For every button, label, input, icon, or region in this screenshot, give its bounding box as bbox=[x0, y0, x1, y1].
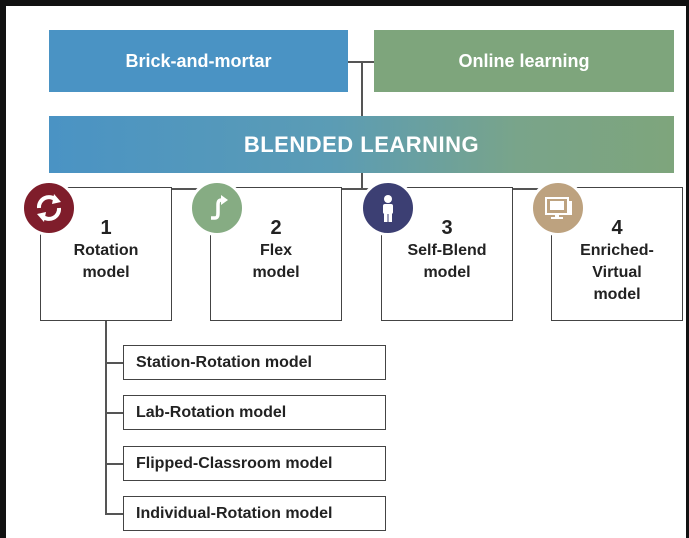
model-number: 4 bbox=[611, 217, 623, 239]
submodel-lab-rotation: Lab-Rotation model bbox=[123, 395, 386, 430]
model-number: 1 bbox=[100, 217, 112, 239]
submodel-station-rotation: Station-Rotation model bbox=[123, 345, 386, 380]
models-horizontal-connector bbox=[106, 188, 619, 190]
computer-screen-icon bbox=[530, 180, 586, 236]
submodel-label: Individual-Rotation model bbox=[136, 504, 333, 522]
model-label: Self-Blend model bbox=[407, 242, 487, 281]
online-learning-box: Online learning bbox=[374, 30, 674, 92]
submodel-branch bbox=[105, 513, 123, 515]
blended-learning-label: BLENDED LEARNING bbox=[243, 131, 480, 157]
submodel-individual-rotation: Individual-Rotation model bbox=[123, 496, 386, 531]
submodel-spine bbox=[105, 321, 107, 514]
model-label: Enriched- Virtual model bbox=[580, 242, 654, 303]
blended-learning-box: BLENDED LEARNING bbox=[49, 116, 674, 173]
online-learning-label: Online learning bbox=[458, 50, 590, 71]
top-connector-vertical bbox=[361, 61, 363, 116]
submodel-flipped-classroom: Flipped-Classroom model bbox=[123, 446, 386, 481]
model-label: Rotation model bbox=[73, 242, 139, 281]
person-icon bbox=[360, 180, 416, 236]
blended-to-models-vertical bbox=[361, 173, 363, 188]
submodel-label: Lab-Rotation model bbox=[136, 403, 287, 421]
model-number: 3 bbox=[441, 217, 453, 239]
submodel-branch bbox=[105, 412, 123, 414]
submodel-branch bbox=[105, 463, 123, 465]
brick-and-mortar-box: Brick-and-mortar bbox=[49, 30, 348, 92]
model-label: Flex model bbox=[252, 242, 300, 281]
flex-arrow-icon bbox=[189, 180, 245, 236]
model-number: 2 bbox=[270, 217, 282, 239]
submodel-branch bbox=[105, 362, 123, 364]
brick-and-mortar-label: Brick-and-mortar bbox=[125, 50, 272, 71]
rotation-arrows-icon bbox=[21, 180, 77, 236]
submodel-label: Station-Rotation model bbox=[136, 353, 312, 371]
submodel-label: Flipped-Classroom model bbox=[136, 454, 333, 472]
